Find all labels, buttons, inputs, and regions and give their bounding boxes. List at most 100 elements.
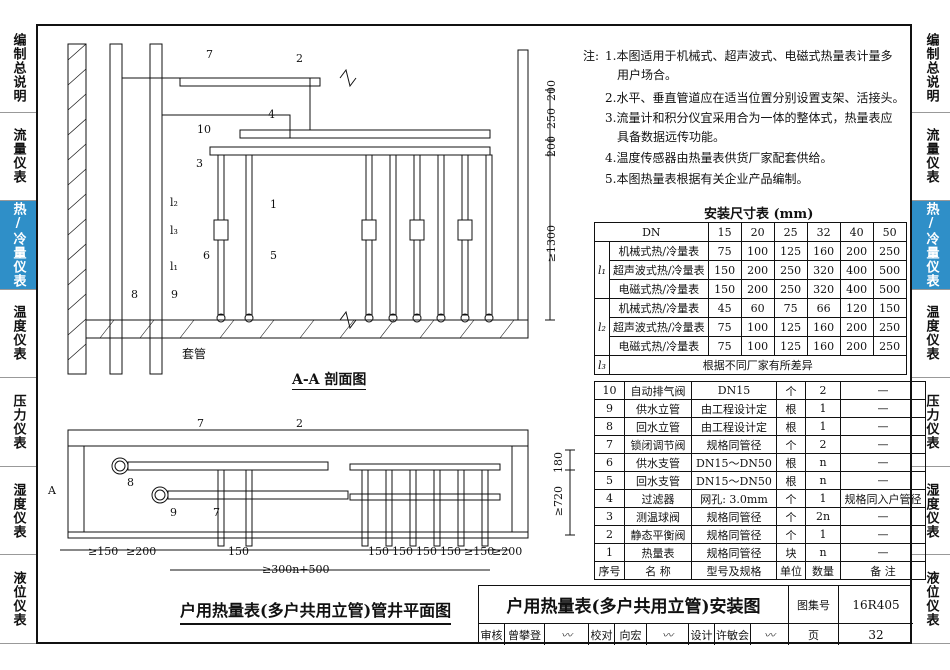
bom-cell-no: 9	[594, 399, 625, 418]
bom-cell-name: 热量表	[624, 543, 692, 562]
bom-cell-unit: 根	[776, 399, 806, 418]
size-header-dn-value: 40	[839, 222, 874, 242]
bom-cell-unit: 根	[776, 471, 806, 490]
bom-cell-unit: 个	[776, 507, 806, 526]
size-cell: 125	[773, 241, 808, 261]
bom-cell-note: —	[840, 543, 926, 562]
bom-header-row: 序号名 称型号及规格单位数量备 注	[594, 561, 926, 580]
plan-section-mark: A	[48, 484, 56, 497]
size-cell: 150	[707, 279, 742, 299]
bom-cell-qty: n	[805, 453, 841, 472]
check-name: 向宏	[615, 624, 647, 645]
plan-dim-b8: ≥150	[464, 545, 495, 558]
design-name: 许敏会	[715, 624, 751, 645]
bom-cell-note: —	[840, 453, 926, 472]
drawing-title: 户用热量表(多户共用立管)安装图	[479, 586, 789, 624]
right-chapter-tabs: 编制总说明流量仪表热/冷量仪表温度仪表压力仪表湿度仪表液位仪表	[912, 24, 950, 644]
bom-cell-no: 5	[594, 471, 625, 490]
size-cell: 160	[806, 241, 841, 261]
size-cell: 60	[740, 298, 775, 318]
plan-callout-2: 2	[296, 417, 303, 430]
plan-dim-720: ≥720	[552, 486, 565, 517]
size-cell: 200	[839, 241, 874, 261]
size-cell: 250	[872, 317, 907, 337]
bom-cell-spec: 规格同管径	[691, 435, 777, 454]
left-tab-2[interactable]: 热/冷量仪表	[0, 201, 36, 290]
size-cell: 200	[839, 336, 874, 356]
section-dim-250: 250	[545, 108, 558, 129]
bom-cell-note: —	[840, 417, 926, 436]
section-drawing	[67, 43, 555, 375]
size-cell: 320	[806, 279, 841, 299]
size-row-name: 电磁式热/冷量表	[608, 336, 709, 356]
bom-cell-no: 6	[594, 453, 625, 472]
bom-header-no: 序号	[594, 561, 625, 580]
note-line-7: 5.本图热量表根据有关企业产品编制。	[605, 172, 809, 186]
size-cell: 200	[740, 260, 775, 280]
size-cell: 120	[839, 298, 874, 318]
callout-9: 9	[171, 288, 178, 301]
size-cell: 150	[872, 298, 907, 318]
bom-cell-unit: 个	[776, 435, 806, 454]
left-tab-1[interactable]: 流量仪表	[0, 113, 36, 202]
right-tab-0[interactable]: 编制总说明	[912, 24, 950, 113]
callout-1: 1	[270, 198, 277, 211]
size-cell: 400	[839, 279, 874, 299]
right-tab-2[interactable]: 热/冷量仪表	[912, 201, 950, 290]
right-tab-6[interactable]: 液位仪表	[912, 555, 950, 644]
note-line-1: 1.本图适用于机械式、超声波式、电磁式热量表计量多	[605, 49, 893, 63]
plan-dim-b0: ≥150	[88, 545, 119, 558]
left-tab-5[interactable]: 湿度仪表	[0, 467, 36, 556]
size-header-dn: DN	[594, 222, 709, 242]
title-block: 户用热量表(多户共用立管)安装图 图集号 16R405 审核 曾攀登 〰 校对 …	[478, 585, 913, 645]
bom-cell-no: 7	[594, 435, 625, 454]
plan-dim-180: 180	[552, 452, 565, 473]
section-dim-200: 200	[545, 136, 558, 157]
bom-cell-no: 1	[594, 543, 625, 562]
callout-2: 2	[296, 52, 303, 65]
sleeve-label: 套管	[182, 347, 207, 361]
bom-cell-unit: 根	[776, 453, 806, 472]
plan-dim-b9: ≥200	[492, 545, 523, 558]
size-cell: 75	[707, 336, 742, 356]
bom-cell-no: 3	[594, 507, 625, 526]
plan-dim-b3: ≥300n+500	[262, 563, 330, 576]
left-tab-3[interactable]: 温度仪表	[0, 290, 36, 379]
bom-cell-unit: 个	[776, 381, 806, 400]
bom-cell-qty: 1	[805, 525, 841, 544]
size-cell: 75	[707, 317, 742, 337]
left-tab-6[interactable]: 液位仪表	[0, 555, 36, 644]
left-tab-4[interactable]: 压力仪表	[0, 378, 36, 467]
bom-cell-note: —	[840, 507, 926, 526]
bom-cell-note: —	[840, 399, 926, 418]
bom-cell-unit: 个	[776, 489, 806, 508]
right-tab-3[interactable]: 温度仪表	[912, 290, 950, 379]
right-tab-4[interactable]: 压力仪表	[912, 378, 950, 467]
review-name: 曾攀登	[505, 624, 545, 645]
bom-cell-name: 测温球阀	[624, 507, 692, 526]
bom-cell-spec: DN15～DN50	[691, 471, 777, 490]
right-tab-1[interactable]: 流量仪表	[912, 113, 950, 202]
section-title: A-A 剖面图	[292, 369, 367, 390]
design-signature: 〰	[751, 624, 789, 645]
review-label: 审核	[479, 624, 505, 645]
size-row-name: 超声波式热/冷量表	[608, 260, 709, 280]
bom-header-qty: 数量	[805, 561, 841, 580]
atlas-number: 16R405	[839, 586, 913, 624]
size-cell: 75	[773, 298, 808, 318]
left-tab-0[interactable]: 编制总说明	[0, 24, 36, 113]
callout-3: 3	[196, 157, 203, 170]
section-dim-200-top: 200	[545, 80, 558, 101]
right-tab-5[interactable]: 湿度仪表	[912, 467, 950, 556]
bom-cell-no: 4	[594, 489, 625, 508]
size-cell: 75	[707, 241, 742, 261]
size-row-name: 机械式热/冷量表	[608, 298, 709, 318]
callout-8: 8	[131, 288, 138, 301]
